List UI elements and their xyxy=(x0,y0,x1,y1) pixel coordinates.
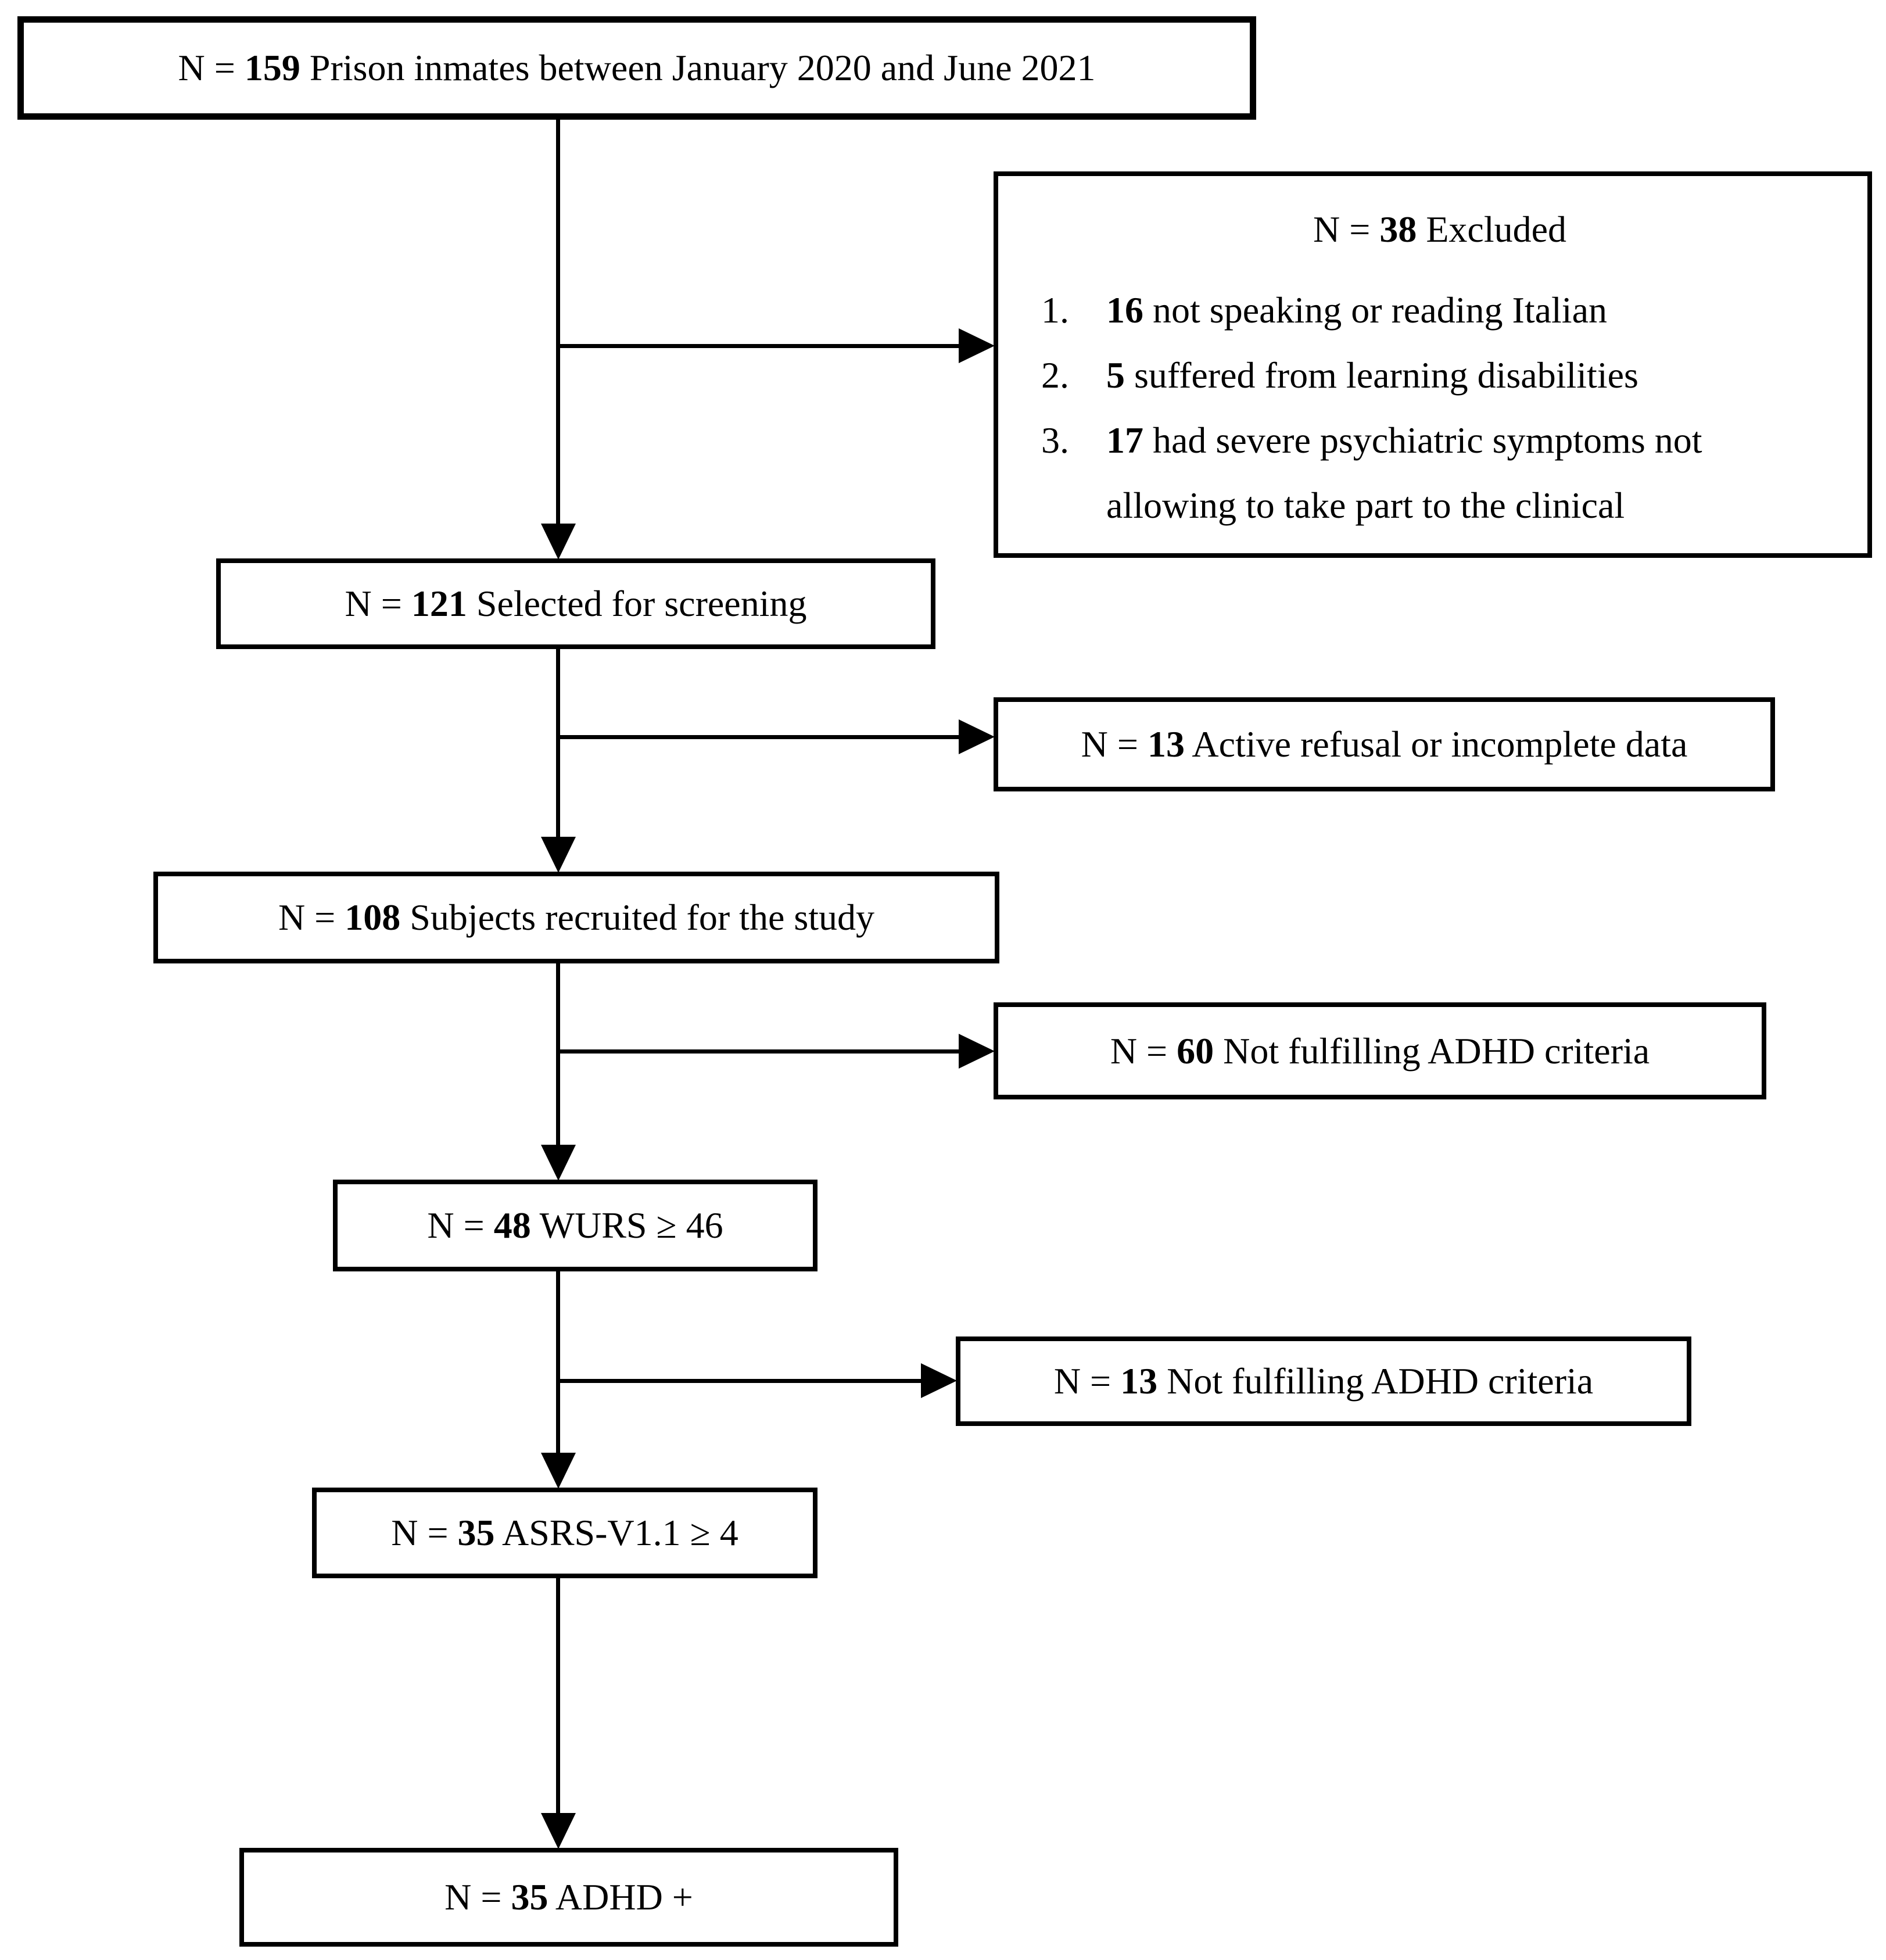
box-excluded: N = 38 Excluded 1. 16 not speaking or re… xyxy=(994,171,1872,558)
prison-inmates-text: Prison inmates between January 2020 and … xyxy=(300,47,1096,89)
not-adhd-13-count: 13 xyxy=(1120,1360,1158,1402)
excluded-item-2-desc: suffered from learning disabilities xyxy=(1125,354,1638,396)
box-not-fulfilling-adhd-60: N = 60 Not fulfilling ADHD criteria xyxy=(994,1002,1766,1099)
excluded-item-1-desc: not speaking or reading Italian xyxy=(1143,289,1607,331)
adhd-positive-text: ADHD + xyxy=(548,1876,693,1918)
arrowhead-down-icon xyxy=(541,1145,576,1181)
wurs-text: WURS ≥ 46 xyxy=(530,1205,723,1246)
asrs-label-line: N = 35 ASRS-V1.1 ≥ 4 xyxy=(391,1508,738,1557)
excluded-item-1-text: 16 not speaking or reading Italian xyxy=(1106,278,1838,343)
excluded-item-3-desc: had severe psychiatric symptoms not allo… xyxy=(1106,419,1702,526)
arrowhead-down-icon xyxy=(541,1813,576,1849)
excluded-title: N = 38 Excluded xyxy=(1041,198,1838,261)
connector-to-active-refusal xyxy=(558,735,962,739)
excluded-item-3-text: 17 had severe psychiatric symptoms not a… xyxy=(1106,408,1838,538)
arrowhead-right-icon xyxy=(959,328,995,363)
refusal-text: Active refusal or incomplete data xyxy=(1184,723,1688,765)
prison-inmates-count: 159 xyxy=(244,47,300,89)
screening-prefix: N = xyxy=(345,583,411,625)
arrowhead-down-icon xyxy=(541,837,576,873)
not-adhd-60-count: 60 xyxy=(1177,1030,1214,1072)
screening-label-line: N = 121 Selected for screening xyxy=(345,579,807,628)
asrs-text: ASRS-V1.1 ≥ 4 xyxy=(494,1512,738,1554)
excluded-item-2-count: 5 xyxy=(1106,354,1125,396)
not-adhd-60-text: Not fulfilling ADHD criteria xyxy=(1214,1030,1650,1072)
box-subjects-recruited: N = 108 Subjects recruited for the study xyxy=(153,872,999,963)
connector-to-not-adhd-13 xyxy=(558,1379,924,1383)
connector-inmates-to-screening xyxy=(556,117,560,527)
recruited-label-line: N = 108 Subjects recruited for the study xyxy=(278,893,874,941)
refusal-count: 13 xyxy=(1147,723,1185,765)
excluded-item-3-marker: 3. xyxy=(1041,419,1069,461)
connector-to-not-adhd-60 xyxy=(558,1049,962,1054)
excluded-item-3-count: 17 xyxy=(1106,419,1143,461)
arrowhead-right-icon xyxy=(921,1363,957,1398)
excluded-item-2: 2. 5 suffered from learning disabilities xyxy=(1041,343,1838,408)
screening-text: Selected for screening xyxy=(467,583,807,625)
prison-inmates-label-line: N = 159 Prison inmates between January 2… xyxy=(178,44,1096,92)
box-adhd-positive: N = 35 ADHD + xyxy=(239,1848,898,1947)
screening-count: 121 xyxy=(411,583,467,625)
not-adhd-60-prefix: N = xyxy=(1110,1030,1177,1072)
recruited-prefix: N = xyxy=(278,897,345,938)
excluded-item-1: 1. 16 not speaking or reading Italian xyxy=(1041,278,1838,343)
connector-wurs-to-asrs xyxy=(556,1269,560,1456)
arrowhead-down-icon xyxy=(541,1453,576,1489)
adhd-positive-count: 35 xyxy=(511,1876,548,1918)
wurs-count: 48 xyxy=(493,1205,531,1246)
connector-asrs-to-adhd-positive xyxy=(556,1576,560,1816)
excluded-item-1-count: 16 xyxy=(1106,289,1143,331)
connector-recruited-to-wurs xyxy=(556,961,560,1148)
asrs-prefix: N = xyxy=(391,1512,458,1554)
arrowhead-right-icon xyxy=(959,719,995,754)
refusal-prefix: N = xyxy=(1081,723,1148,765)
excluded-item-3: 3. 17 had severe psychiatric symptoms no… xyxy=(1041,408,1838,538)
not-adhd-60-label-line: N = 60 Not fulfilling ADHD criteria xyxy=(1110,1027,1650,1075)
excluded-count: 38 xyxy=(1379,209,1417,250)
box-not-fulfilling-adhd-13: N = 13 Not fulfilling ADHD criteria xyxy=(956,1336,1691,1426)
adhd-positive-prefix: N = xyxy=(444,1876,511,1918)
recruited-count: 108 xyxy=(345,897,401,938)
not-adhd-13-prefix: N = xyxy=(1053,1360,1121,1402)
asrs-count: 35 xyxy=(457,1512,495,1554)
arrowhead-right-icon xyxy=(959,1034,995,1069)
adhd-positive-label-line: N = 35 ADHD + xyxy=(444,1873,693,1921)
connector-to-excluded xyxy=(558,344,962,348)
wurs-label-line: N = 48 WURS ≥ 46 xyxy=(427,1201,723,1249)
refusal-label-line: N = 13 Active refusal or incomplete data xyxy=(1081,720,1688,768)
excluded-prefix: N = xyxy=(1313,209,1380,250)
box-active-refusal: N = 13 Active refusal or incomplete data xyxy=(994,697,1775,791)
prison-inmates-prefix: N = xyxy=(178,47,245,89)
box-asrs: N = 35 ASRS-V1.1 ≥ 4 xyxy=(312,1488,817,1578)
arrowhead-down-icon xyxy=(541,524,576,560)
excluded-item-1-marker: 1. xyxy=(1041,289,1069,331)
not-adhd-13-label-line: N = 13 Not fulfilling ADHD criteria xyxy=(1054,1357,1593,1405)
excluded-item-2-text: 5 suffered from learning disabilities xyxy=(1106,343,1838,408)
wurs-prefix: N = xyxy=(427,1205,494,1246)
connector-screening-to-recruited xyxy=(556,647,560,840)
excluded-text: Excluded xyxy=(1417,209,1566,250)
excluded-item-2-marker: 2. xyxy=(1041,354,1069,396)
box-prison-inmates: N = 159 Prison inmates between January 2… xyxy=(17,16,1256,120)
box-selected-for-screening: N = 121 Selected for screening xyxy=(216,558,935,649)
recruited-text: Subjects recruited for the study xyxy=(400,897,875,938)
not-adhd-13-text: Not fulfilling ADHD criteria xyxy=(1157,1360,1594,1402)
box-wurs: N = 48 WURS ≥ 46 xyxy=(333,1180,817,1271)
